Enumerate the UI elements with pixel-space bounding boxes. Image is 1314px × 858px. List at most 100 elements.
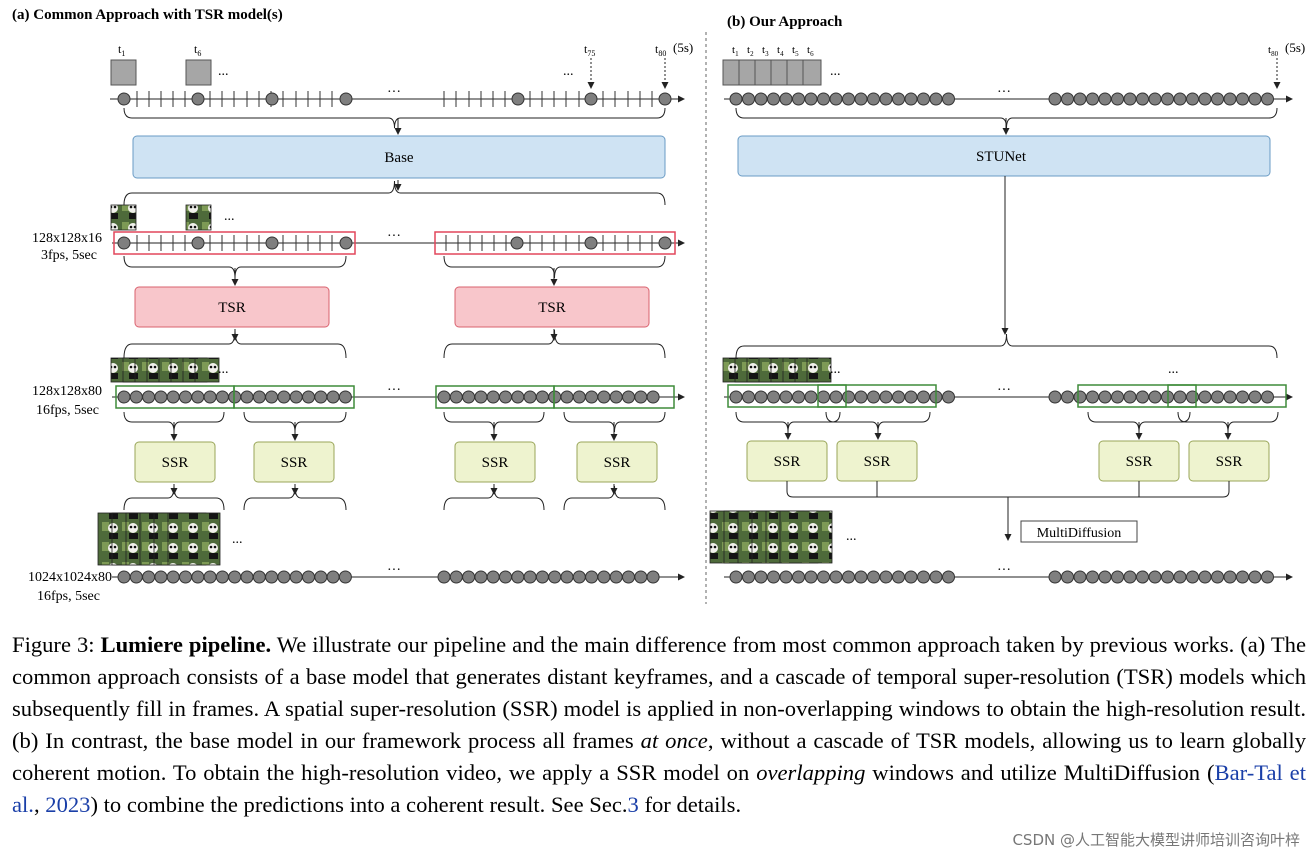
frame-node — [1086, 390, 1099, 404]
frame-node — [265, 92, 279, 106]
frame-node — [1173, 390, 1187, 404]
timeline-b-row3: ...··· — [709, 510, 1293, 584]
frame-node — [1111, 570, 1124, 584]
frame-node — [1248, 570, 1262, 584]
time-label-t6: t6 — [194, 42, 201, 58]
caption-text: ) to combine the predictions into a cohe… — [90, 792, 628, 817]
grouping-brace — [123, 107, 666, 129]
timeline-a-row4: ...··· — [97, 512, 685, 584]
frame-node — [511, 390, 525, 404]
ssr-model-label: SSR — [162, 455, 189, 471]
frame-node — [1048, 390, 1062, 404]
temporal-window — [1077, 384, 1197, 408]
frame-node — [203, 570, 217, 584]
frame-node — [929, 570, 943, 584]
ssr-model-label: SSR — [1126, 454, 1153, 470]
frame-node — [437, 570, 451, 584]
temporal-window — [233, 385, 355, 409]
frame-node — [166, 390, 180, 404]
frame-node — [1173, 92, 1187, 106]
ellipsis: ... — [830, 362, 841, 377]
frame-node — [622, 390, 635, 404]
frame-node — [240, 570, 254, 584]
keyframe-square — [770, 59, 788, 86]
frame-node — [339, 236, 353, 250]
frame-node — [597, 570, 611, 584]
frame-node — [1098, 92, 1112, 106]
keyframe-square — [754, 59, 772, 86]
multidiffusion-box — [1020, 520, 1138, 543]
caption-text: windows and utilize MultiDiffusion ( — [865, 760, 1215, 785]
tsr-model-box-1 — [134, 286, 330, 328]
frame-node — [1198, 570, 1212, 584]
frame-node — [917, 390, 930, 404]
frame-node — [117, 390, 131, 404]
frame-node — [523, 570, 537, 584]
keyframe-square — [110, 59, 137, 86]
frame-node — [729, 92, 743, 106]
frame-node — [252, 390, 266, 404]
time-label: t6 — [807, 44, 814, 58]
ellipsis: ··· — [997, 563, 1011, 578]
frame-node — [829, 92, 843, 106]
section-ref-link[interactable]: 3 — [627, 792, 639, 817]
time-label: t4 — [777, 44, 784, 58]
frame-node — [829, 390, 843, 404]
frame-node — [792, 390, 805, 404]
grouping-brace — [123, 180, 666, 206]
frame-node — [449, 570, 463, 584]
temporal-window — [434, 231, 676, 255]
frame-node — [1198, 92, 1212, 106]
frame-node — [1211, 390, 1224, 404]
citation-year-link[interactable]: 2023 — [45, 792, 91, 817]
ssr-model-label: SSR — [774, 454, 801, 470]
frame-node — [1123, 390, 1137, 404]
frame-node — [535, 390, 549, 404]
frame-node — [904, 570, 918, 584]
frame-node — [215, 390, 229, 404]
frame-node — [462, 390, 476, 404]
frame-node — [548, 570, 562, 584]
citation-link[interactable]: Bar-Tal et al. — [12, 760, 1306, 817]
frame-node — [917, 92, 930, 106]
frame-node — [1136, 570, 1149, 584]
frame-node — [1248, 390, 1262, 404]
frame-node — [817, 390, 830, 404]
panda-frame-thumbnail — [185, 204, 212, 231]
frame-node — [622, 570, 635, 584]
panda-frame-thumbnail — [167, 512, 221, 566]
frame-node — [892, 390, 905, 404]
res-label: 16fps, 5sec — [36, 403, 99, 418]
frame-node — [829, 570, 843, 584]
temporal-window — [817, 384, 937, 408]
frame-node — [804, 570, 818, 584]
res-label: 128x128x80 — [32, 384, 102, 399]
frame-node — [1136, 92, 1149, 106]
grouping-brace — [735, 333, 1278, 359]
tsr-model-box-2 — [454, 286, 650, 328]
frame-node — [1248, 92, 1262, 106]
frame-node — [754, 92, 768, 106]
frame-node — [854, 92, 868, 106]
keyframe-square — [786, 59, 804, 86]
frame-node — [523, 390, 537, 404]
ssr-model-box-a3 — [454, 441, 536, 483]
frame-node — [658, 92, 672, 106]
frame-node — [742, 390, 755, 404]
frame-node — [511, 92, 525, 106]
tsr-model-label: TSR — [538, 300, 566, 316]
frame-node — [1261, 92, 1274, 106]
frame-node — [326, 570, 340, 584]
panda-frame-thumbnail — [194, 357, 220, 383]
ssr-model-box-a4 — [576, 441, 658, 483]
duration-label-a: (5s) — [673, 40, 693, 55]
frame-node — [511, 570, 525, 584]
frame-node — [228, 570, 242, 584]
frame-node — [879, 92, 893, 106]
frame-node — [560, 570, 574, 584]
frame-node — [767, 92, 780, 106]
panda-frame-thumbnail — [110, 204, 137, 231]
frame-node — [767, 390, 780, 404]
frame-node — [326, 390, 340, 404]
frame-node — [1048, 92, 1062, 106]
